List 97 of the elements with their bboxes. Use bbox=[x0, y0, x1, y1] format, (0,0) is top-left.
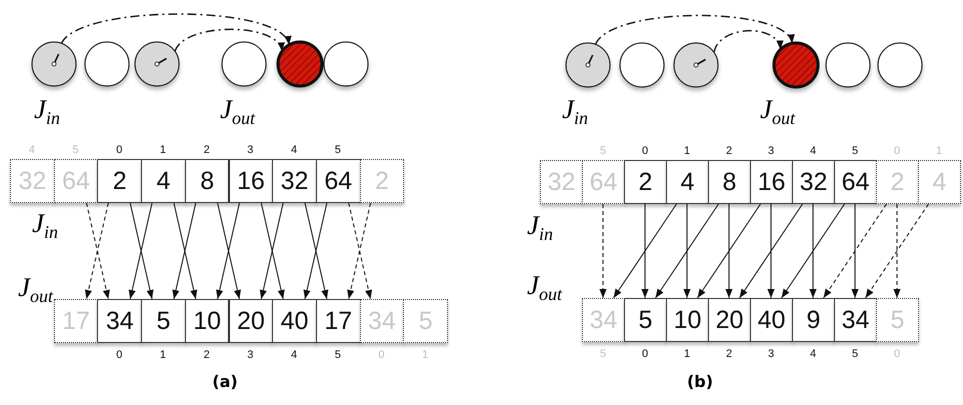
index-number: 0 bbox=[642, 348, 648, 360]
index-number: 1 bbox=[684, 348, 690, 360]
index-number: 5 bbox=[600, 145, 606, 157]
index-number: 1 bbox=[936, 145, 942, 157]
dial-circle bbox=[672, 41, 720, 89]
variable-label: J$_{out}$ bbox=[18, 272, 53, 308]
index-number: 0 bbox=[116, 349, 122, 361]
arrow bbox=[851, 204, 859, 298]
variable-label: J$_{in}$ bbox=[562, 94, 588, 130]
index-number: 4 bbox=[28, 144, 35, 156]
arrow bbox=[655, 204, 719, 298]
array-cell: 2 bbox=[97, 159, 142, 203]
array-cell: 8 bbox=[708, 160, 751, 204]
arrow bbox=[739, 204, 803, 298]
arrow bbox=[767, 204, 775, 298]
index-number: 5 bbox=[852, 348, 858, 360]
array-cell: 32 bbox=[272, 159, 317, 203]
array-cell: 16 bbox=[228, 159, 274, 203]
empty-circle bbox=[824, 41, 872, 89]
arrow bbox=[809, 204, 817, 298]
array-cell: 10 bbox=[184, 299, 230, 343]
array-cell: 5 bbox=[141, 299, 186, 343]
array-cell: 34 bbox=[97, 299, 142, 343]
index-number: 1 bbox=[422, 349, 428, 361]
arrow bbox=[725, 204, 733, 298]
arrow bbox=[599, 204, 607, 298]
array-cell: 8 bbox=[184, 159, 230, 203]
variable-label: J$_{out}$ bbox=[527, 270, 562, 306]
index-number: 1 bbox=[684, 145, 690, 157]
array-cell: 4 bbox=[666, 160, 709, 204]
index-number: 1 bbox=[160, 144, 166, 156]
arrow bbox=[641, 204, 649, 298]
index-number: 0 bbox=[116, 144, 122, 156]
index-number: 2 bbox=[726, 348, 732, 360]
array-cell: 32 bbox=[792, 160, 835, 204]
dial-circle bbox=[564, 41, 612, 89]
curved-arrow bbox=[61, 13, 290, 46]
empty-circle bbox=[618, 41, 666, 89]
array-cell: 5 bbox=[624, 298, 667, 342]
variable-label: J$_{in}$ bbox=[34, 94, 60, 130]
arrow bbox=[683, 204, 691, 298]
index-number: 5 bbox=[334, 349, 341, 361]
empty-circle bbox=[876, 41, 924, 89]
array-cell: 17 bbox=[316, 299, 361, 343]
index-number: 5 bbox=[852, 145, 858, 157]
index-number: 0 bbox=[642, 145, 648, 157]
index-number: 4 bbox=[810, 145, 816, 157]
panel-caption: (b) bbox=[686, 372, 714, 392]
variable-label: J$_{in}$ bbox=[527, 210, 553, 246]
index-number: 1 bbox=[160, 349, 166, 361]
arrow bbox=[781, 204, 845, 298]
array-cell: 20 bbox=[228, 299, 274, 343]
index-number: 5 bbox=[600, 348, 606, 360]
array-cell: 40 bbox=[272, 299, 317, 343]
index-number: 0 bbox=[378, 349, 384, 361]
variable-label: J$_{out}$ bbox=[760, 94, 795, 130]
curved-arrow bbox=[594, 14, 793, 45]
index-number: 4 bbox=[290, 144, 298, 156]
index-number: 5 bbox=[334, 144, 341, 156]
curved-arrow bbox=[174, 28, 283, 52]
index-number: 5 bbox=[72, 144, 79, 156]
array-cell: 34 bbox=[834, 298, 877, 342]
index-number: 0 bbox=[894, 348, 900, 360]
arrow bbox=[823, 204, 887, 298]
hatched-circle bbox=[772, 41, 820, 89]
panel-caption: (a) bbox=[212, 372, 238, 392]
arrow bbox=[865, 204, 929, 298]
array-cell: 40 bbox=[750, 298, 793, 342]
index-number: 2 bbox=[726, 145, 732, 157]
array-cell: 16 bbox=[750, 160, 793, 204]
index-number: 2 bbox=[204, 349, 210, 361]
dial-circle bbox=[30, 40, 78, 88]
arrow bbox=[613, 204, 677, 298]
curved-arrow bbox=[713, 30, 782, 53]
index-number: 2 bbox=[204, 144, 210, 156]
empty-circle bbox=[83, 40, 131, 88]
index-number: 3 bbox=[247, 144, 254, 156]
hatched-circle bbox=[276, 40, 324, 88]
array-cell: 2 bbox=[624, 160, 667, 204]
array-cell: 64 bbox=[316, 159, 361, 203]
index-number: 3 bbox=[768, 348, 774, 360]
array-cell: 64 bbox=[834, 160, 877, 204]
array-cell: 4 bbox=[141, 159, 186, 203]
array-cell: 9 bbox=[792, 298, 835, 342]
array-cell: 20 bbox=[708, 298, 751, 342]
arrow bbox=[697, 204, 761, 298]
arrow bbox=[893, 204, 901, 298]
empty-circle bbox=[220, 40, 268, 88]
index-number: 0 bbox=[894, 145, 900, 157]
index-number: 3 bbox=[247, 349, 254, 361]
index-number: 3 bbox=[768, 145, 774, 157]
variable-label: J$_{out}$ bbox=[220, 94, 255, 130]
dial-circle bbox=[133, 40, 181, 88]
variable-label: J$_{in}$ bbox=[32, 208, 58, 244]
index-number: 4 bbox=[290, 349, 298, 361]
array-cell: 10 bbox=[666, 298, 709, 342]
index-number: 4 bbox=[810, 348, 816, 360]
